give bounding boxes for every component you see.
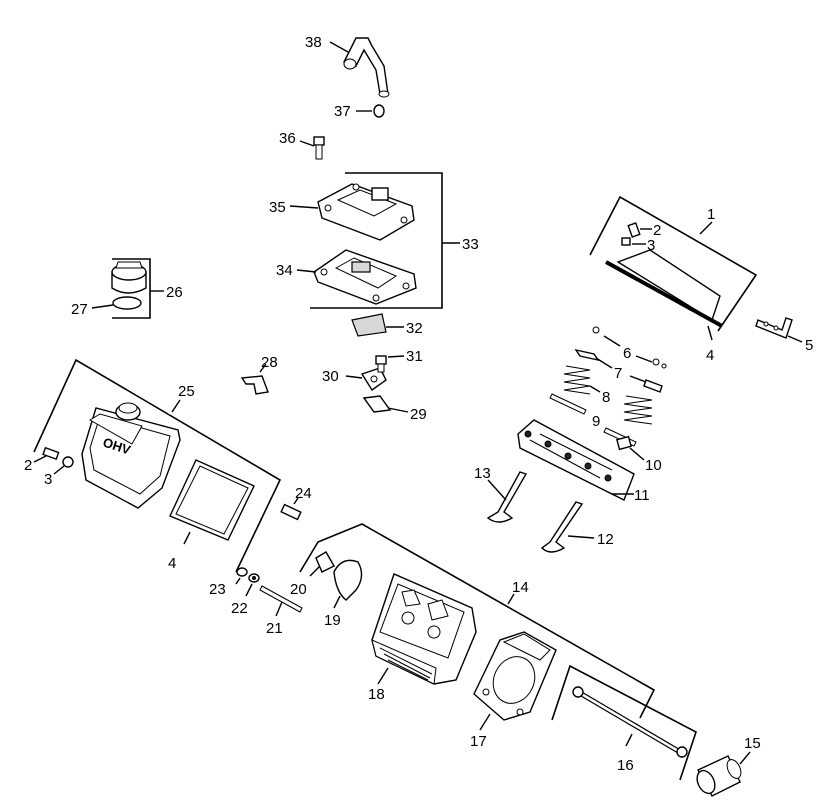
callout-36: 36 <box>279 130 296 147</box>
spacer-part-1 <box>621 237 631 246</box>
breather-cover-part <box>317 183 415 241</box>
callout-33: 33 <box>462 236 479 253</box>
breather-plate-part <box>313 249 417 305</box>
callout-34: 34 <box>276 262 293 279</box>
callout-10: 10 <box>645 457 662 474</box>
callout-18: 18 <box>368 686 385 703</box>
screw-part <box>313 136 325 160</box>
bracket-14 <box>299 523 656 719</box>
bracket-part-29 <box>362 395 392 413</box>
callout-7: 7 <box>614 365 622 382</box>
callout-26: 26 <box>166 284 183 301</box>
rocker-arm-part-19 <box>333 559 363 601</box>
pushrod-part <box>572 686 688 758</box>
callout-5: 5 <box>805 337 813 354</box>
valve-spring-part <box>563 365 653 425</box>
wire-part-30 <box>360 367 387 392</box>
callout-9: 9 <box>592 413 600 430</box>
o-ring-part <box>112 296 142 310</box>
guide-part <box>616 435 632 451</box>
bracket-16 <box>551 664 697 781</box>
bracket-1 <box>589 195 758 332</box>
screw-part-31 <box>375 355 387 373</box>
callout-2b: 2 <box>24 457 32 474</box>
callout-24: 24 <box>295 485 312 502</box>
spacer-part-2 <box>62 456 74 468</box>
callout-11: 11 <box>634 487 650 504</box>
callout-3b: 3 <box>44 471 52 488</box>
callout-16: 16 <box>617 757 634 774</box>
callout-6: 6 <box>623 345 631 362</box>
callout-13: 13 <box>474 465 491 482</box>
bolt-part-1 <box>627 222 641 238</box>
rocker-cover-part <box>605 249 723 328</box>
head-gasket-part <box>473 631 557 721</box>
gasket-part-32 <box>351 313 387 337</box>
callout-4a: 4 <box>706 347 714 364</box>
pushrod-stud-part-21 <box>259 585 303 613</box>
callout-28: 28 <box>261 354 278 371</box>
callout-12: 12 <box>597 531 614 548</box>
callout-35: 35 <box>269 199 286 216</box>
bracket-25 <box>33 358 282 573</box>
cylinder-head-part <box>371 573 477 685</box>
callout-37: 37 <box>334 103 351 120</box>
bracket-33 <box>310 172 443 309</box>
callout-32: 32 <box>406 320 423 337</box>
callout-2a: 2 <box>653 222 661 239</box>
washer-part-22 <box>248 573 260 583</box>
callout-31: 31 <box>406 348 423 365</box>
bolt-part-2 <box>42 446 60 461</box>
callout-22: 22 <box>231 600 248 617</box>
callout-8: 8 <box>602 389 610 406</box>
callout-21: 21 <box>266 620 283 637</box>
exhaust-valve-part <box>540 501 584 553</box>
stud-part-24 <box>280 503 302 521</box>
valve-keeper-part <box>592 326 667 369</box>
callout-30: 30 <box>322 368 339 385</box>
callout-25: 25 <box>178 383 195 400</box>
breather-tube-part <box>343 37 390 98</box>
callout-23: 23 <box>209 581 226 598</box>
callout-38: 38 <box>305 34 322 51</box>
callout-3a: 3 <box>647 237 655 254</box>
bracket-26 <box>112 258 151 319</box>
valve-cover-part: OHV <box>81 402 181 509</box>
callout-1: 1 <box>707 206 715 223</box>
valve-cover-gasket-part <box>169 459 255 541</box>
intake-valve-part <box>486 471 528 523</box>
callout-27: 27 <box>71 301 88 318</box>
callout-19: 19 <box>324 612 341 629</box>
clip-part-28 <box>240 375 269 395</box>
rocker-assembly-part <box>517 419 635 501</box>
clamp-part <box>373 104 385 118</box>
rocker-arm-part-20 <box>315 551 335 573</box>
callout-15: 15 <box>744 735 761 752</box>
oil-fill-cap-part <box>111 261 147 294</box>
callout-4b: 4 <box>168 555 176 572</box>
callout-17: 17 <box>470 733 487 750</box>
mounting-bracket-part <box>755 317 793 339</box>
nut-part-23 <box>236 567 248 577</box>
lifter-part <box>696 755 742 797</box>
callout-29: 29 <box>410 406 427 423</box>
callout-14: 14 <box>512 579 529 596</box>
callout-20: 20 <box>290 581 307 598</box>
